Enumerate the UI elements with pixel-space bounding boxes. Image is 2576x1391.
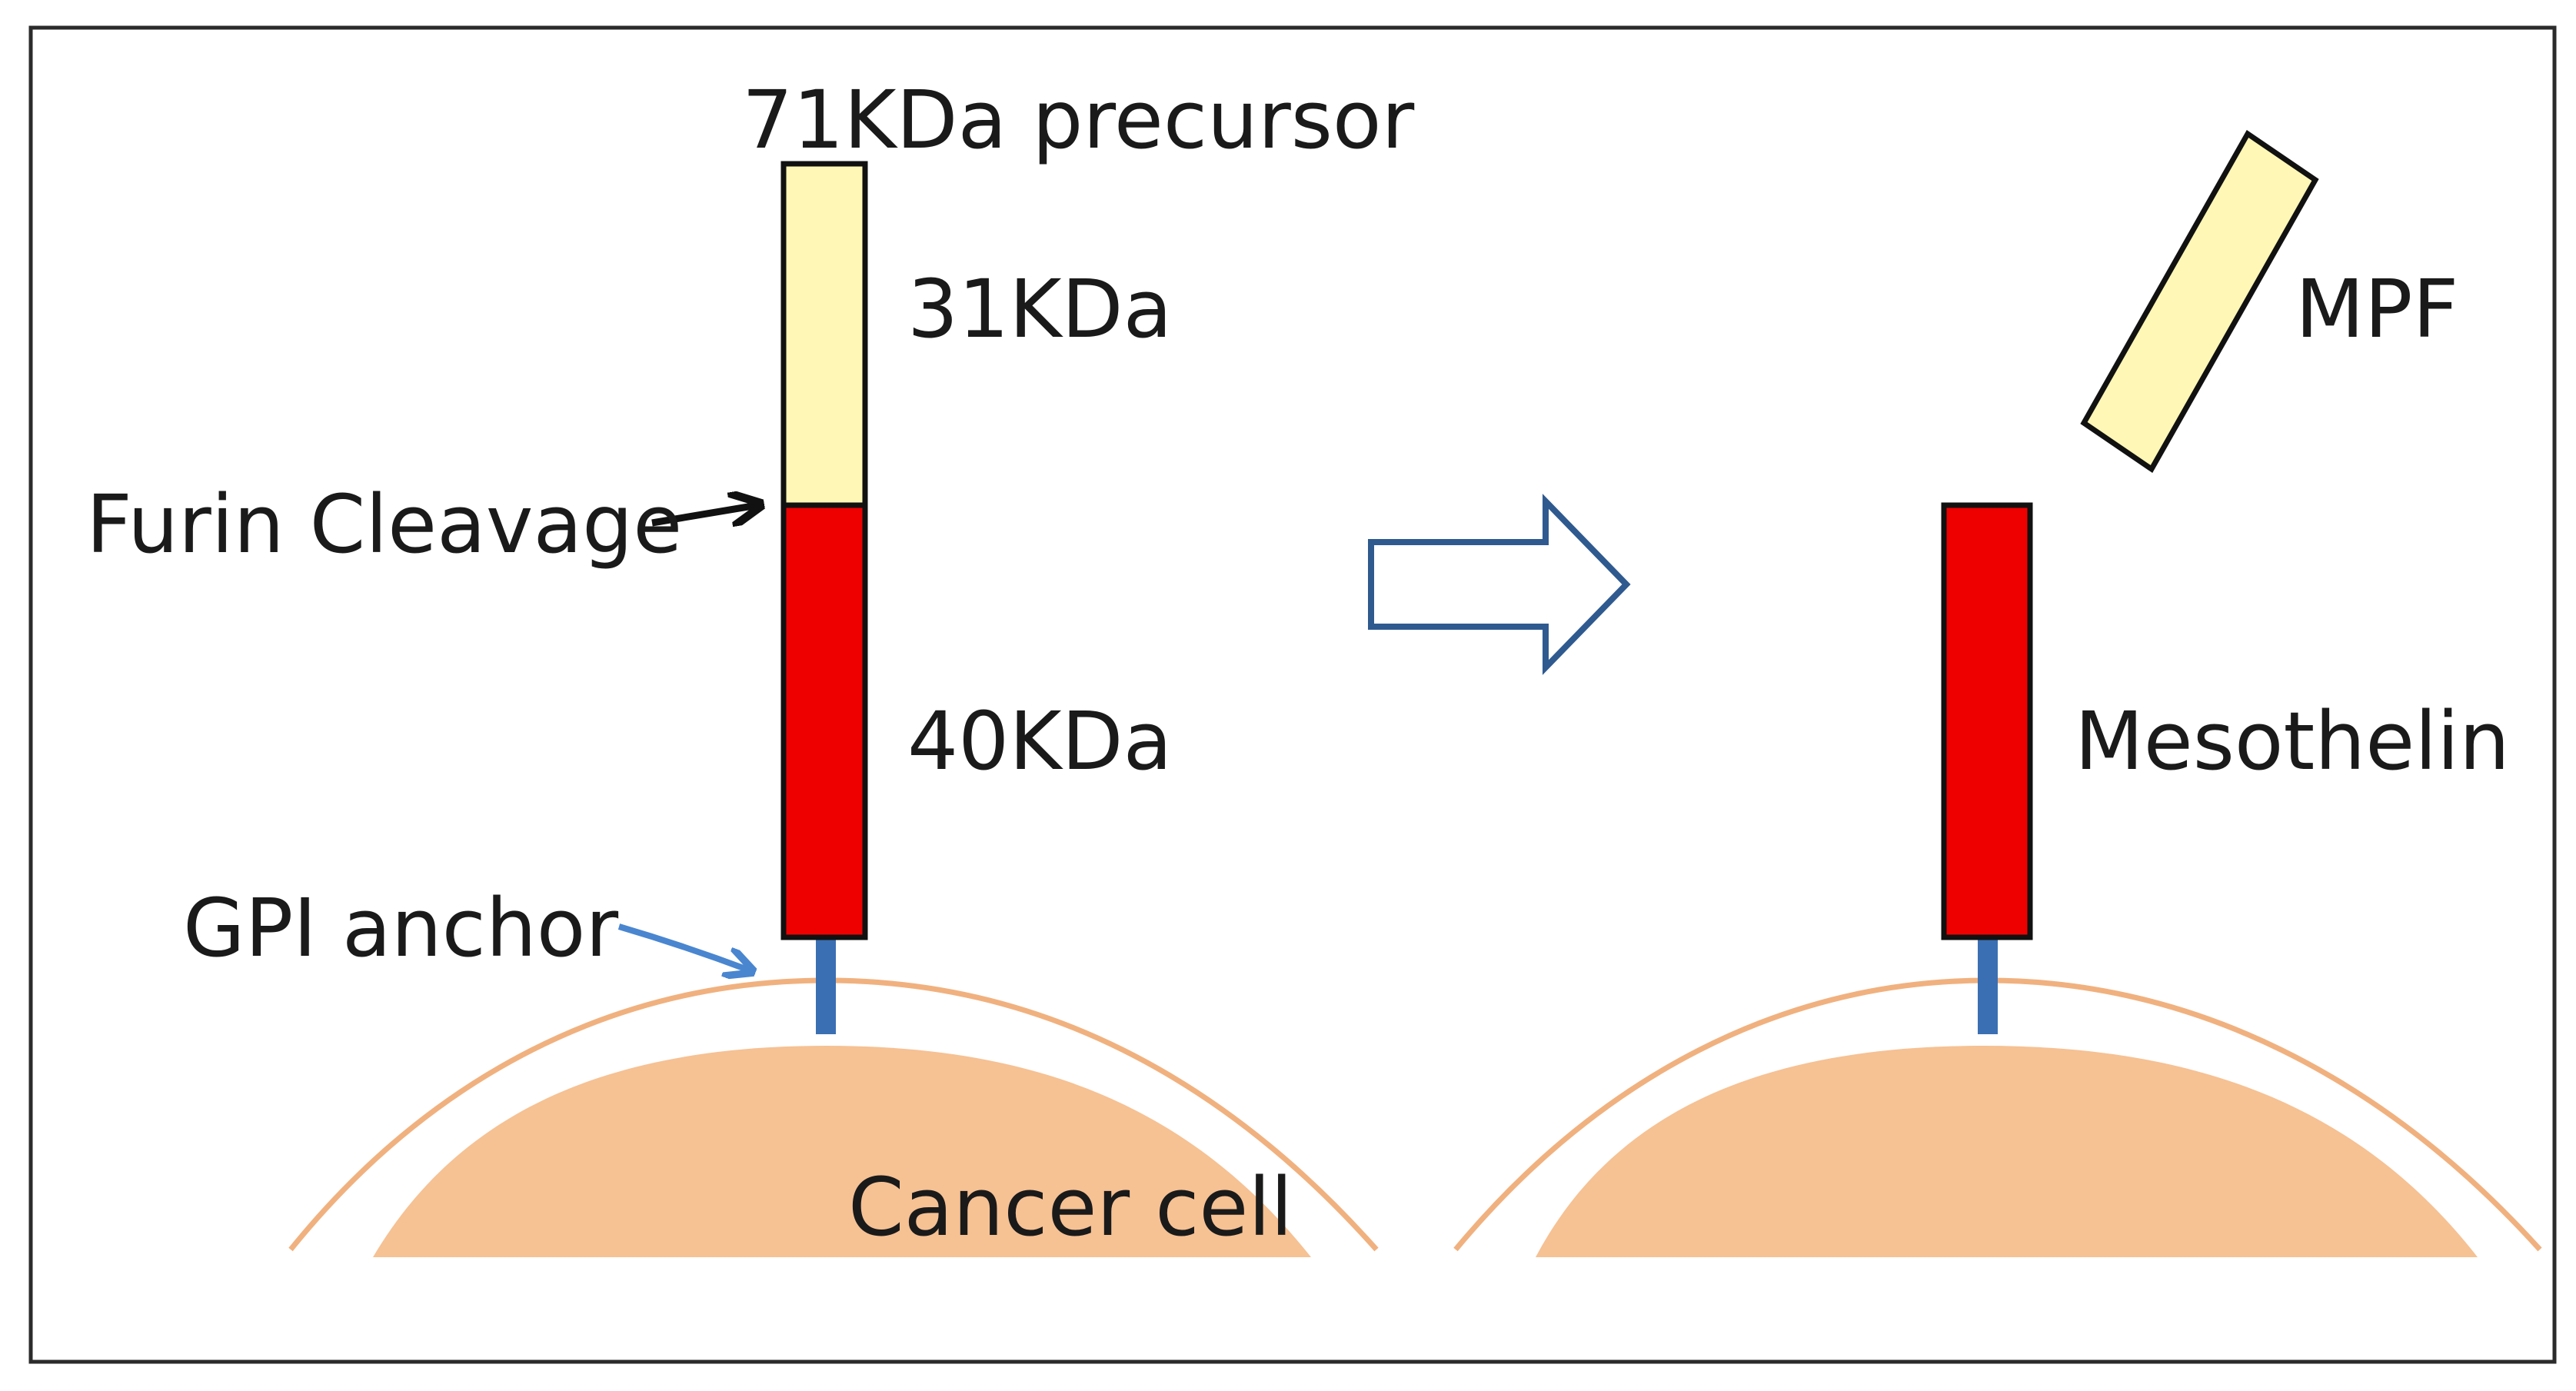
precursor-40kda-segment	[780, 502, 868, 940]
mesothelin-block	[1941, 502, 2033, 940]
cancer-cell-label: Cancer cell	[848, 1160, 1293, 1254]
mpf-fragment	[2080, 129, 2319, 474]
mesothelin-label: Mesothelin	[2075, 694, 2510, 788]
gpi-anchor-left	[816, 934, 836, 1034]
anchor-pointer-arrow	[617, 923, 750, 970]
precursor-31kda-segment	[780, 161, 868, 508]
cancer-cell-body-left	[373, 1046, 1311, 1257]
cleavage-pointer-arrow	[651, 505, 757, 523]
precursor-label: 71KDa precursor	[742, 73, 1415, 167]
31kda-label: 31KDa	[907, 262, 1172, 356]
mpf-label: MPF	[2295, 262, 2458, 356]
40kda-label: 40KDa	[907, 694, 1172, 788]
outlined-right-arrow-icon	[1368, 494, 1631, 675]
cancer-cell-body-right	[1536, 1046, 2478, 1257]
furin-cleavage-label: Furin Cleavage	[86, 478, 682, 571]
gpi-anchor-right	[1978, 934, 1998, 1034]
gpi-anchor-label: GPI anchor	[183, 881, 618, 975]
